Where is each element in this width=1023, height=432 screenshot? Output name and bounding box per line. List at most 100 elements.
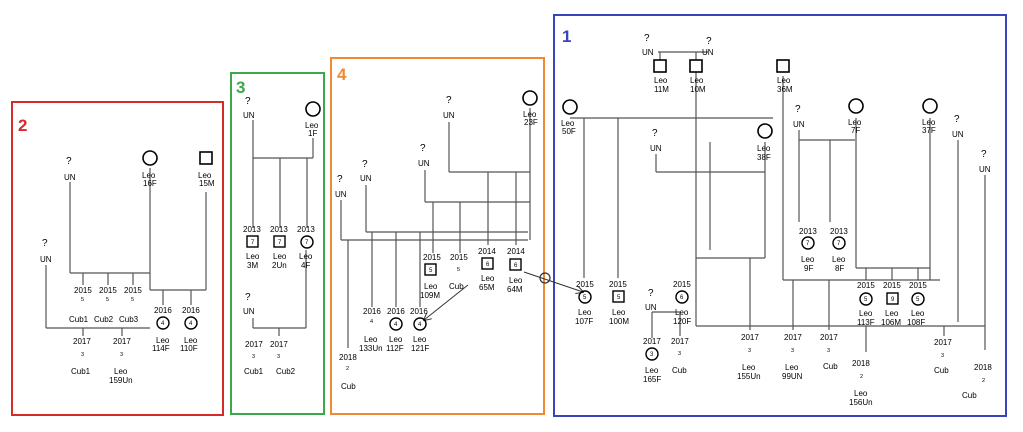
g4-112f-name: Leo — [389, 335, 403, 344]
g2-2016b-name: Leo — [184, 336, 198, 345]
g4-unknown-b-q: ? — [420, 143, 426, 154]
g1-unknown-tl: UN — [642, 48, 654, 57]
g3-unknown-b-q: ? — [245, 292, 251, 303]
g3-female-1f-symbol — [305, 101, 321, 117]
g4-65m-num: 6 — [486, 262, 490, 268]
g1-165f-symbol — [645, 347, 659, 361]
group-2-frame — [11, 101, 224, 416]
g4-121f-name: Leo — [413, 335, 427, 344]
g4-unknown-top-q: ? — [446, 95, 452, 106]
g2-2016b-symbol — [184, 316, 198, 330]
g1-9f-year: 2013 — [799, 227, 817, 236]
g4-2018-name: Cub — [341, 382, 356, 391]
g1-100m-year: 2015 — [609, 280, 627, 289]
g4-109m-symbol — [424, 263, 437, 276]
g1-2017-cub-size: 3 — [678, 351, 681, 357]
group-2-nodes: ? UN ? UN Leo 16F Leo 15M 2015 5 2015 5 … — [40, 150, 215, 385]
g1-120f-num: 6 — [680, 295, 684, 301]
g1-106m-symbol — [886, 292, 899, 305]
g1-107f-year: 2015 — [576, 280, 594, 289]
g4-unknown-c: UN — [360, 174, 372, 183]
g4-64m-num: 6 — [514, 263, 518, 269]
g1-156un-name: Leo — [854, 389, 868, 398]
g1-155un-size: 3 — [748, 348, 751, 354]
g3-2un-symbol — [273, 235, 286, 248]
g1-50f-id: 50F — [562, 127, 576, 136]
g1-156un-year: 2018 — [852, 359, 870, 368]
g3-2017a-size: 3 — [252, 354, 255, 360]
g4-unknown-d-q: ? — [337, 174, 343, 185]
g1-120f-id: 120F — [673, 317, 691, 326]
g3-2017b-size: 3 — [277, 354, 280, 360]
g1-2017-cub2-year: 2017 — [820, 333, 838, 342]
g1-108f-num: 5 — [916, 297, 920, 303]
g3-3m-name: Leo — [246, 252, 260, 261]
g2-16f-id: 16F — [143, 179, 157, 188]
group-4-nodes: ? UN Leo 23F ? UN ? UN ? UN 2014 6 Leo 6… — [335, 90, 538, 391]
g1-100m-symbol — [612, 290, 625, 303]
g1-100m-name: Leo — [612, 308, 626, 317]
group-1-nodes: ? UN ? UN Leo 11M Leo 10M Leo 36M Leo 50… — [561, 33, 992, 407]
g4-23f-id: 23F — [524, 118, 538, 127]
g1-2018-cub-year: 2018 — [974, 363, 992, 372]
g2-2016b-year: 2016 — [182, 306, 200, 315]
g3-4f-name: Leo — [299, 252, 313, 261]
g2-2017b-year: 2017 — [113, 337, 131, 346]
g2-2017a-year: 2017 — [73, 337, 91, 346]
g1-165f-num: 3 — [650, 352, 654, 358]
g1-155un-year: 2017 — [741, 333, 759, 342]
g1-female-7f-symbol — [848, 98, 864, 114]
g2-2016a-id: 114F — [152, 344, 170, 353]
g4-2016a-id: 133Un — [359, 344, 383, 353]
group-3-nodes: ? UN Leo 1F 2013 7 Leo 3M 2013 7 Leo 2Un… — [243, 96, 321, 376]
g1-156un-id: 156Un — [849, 398, 873, 407]
g1-9f-name: Leo — [801, 255, 815, 264]
g2-2017b-name: Leo — [114, 367, 128, 376]
g4-2018-year: 2018 — [339, 353, 357, 362]
g1-male-11m-symbol — [653, 59, 667, 73]
g2-unknown-a: UN — [64, 173, 76, 182]
g1-9f-id: 9F — [804, 264, 813, 273]
g2-16f-name: Leo — [142, 171, 156, 180]
g1-50f-name: Leo — [561, 119, 575, 128]
g1-165f-name: Leo — [645, 366, 659, 375]
g2-2016a-name: Leo — [156, 336, 170, 345]
g4-65m-id: 65M — [479, 283, 495, 292]
g2-2016a-year: 2016 — [154, 306, 172, 315]
g4-121f-num: 4 — [418, 322, 422, 328]
g3-4f-id: 4F — [301, 261, 310, 270]
g4-23f-name: Leo — [523, 110, 537, 119]
g1-2017-cub-name: Cub — [672, 366, 687, 375]
g2-cub2: Cub2 — [94, 315, 114, 324]
g1-2018-cub-size: 2 — [982, 378, 985, 384]
g4-2014a-year: 2014 — [478, 247, 496, 256]
g2-2015-year-1: 2015 — [74, 286, 92, 295]
g3-2un-year: 2013 — [270, 225, 288, 234]
g2-2015-year-3: 2015 — [124, 286, 142, 295]
group-4-pedigree — [340, 108, 531, 348]
g1-2017-cub-year: 2017 — [671, 337, 689, 346]
g2-2016b-num: 4 — [189, 321, 193, 327]
g1-unknown-e: UN — [645, 303, 657, 312]
g1-unknown-c-q: ? — [954, 114, 960, 125]
g4-2016a-year: 2016 — [363, 307, 381, 316]
g1-8f-name: Leo — [832, 255, 846, 264]
g2-2015-size-1: 5 — [81, 297, 84, 303]
g1-unknown-d-q: ? — [981, 149, 987, 160]
g1-unknown-d: UN — [979, 165, 991, 174]
g1-7f-id: 7F — [851, 126, 860, 135]
group-2-label: 2 — [18, 116, 27, 135]
g1-100m-num: 5 — [617, 295, 621, 301]
g2-2016b-id: 110F — [180, 344, 198, 353]
g3-3m-symbol — [246, 235, 259, 248]
g4-109m-id: 109M — [420, 291, 440, 300]
g1-female-37f-symbol — [922, 98, 938, 114]
g3-2017a-name: Cub1 — [244, 367, 264, 376]
g1-2017-cub3-year: 2017 — [934, 338, 952, 347]
g1-99un-year: 2017 — [784, 333, 802, 342]
g2-2015-size-3: 5 — [131, 297, 134, 303]
g2-15m-id: 15M — [199, 179, 215, 188]
g1-unknown-a: UN — [650, 144, 662, 153]
